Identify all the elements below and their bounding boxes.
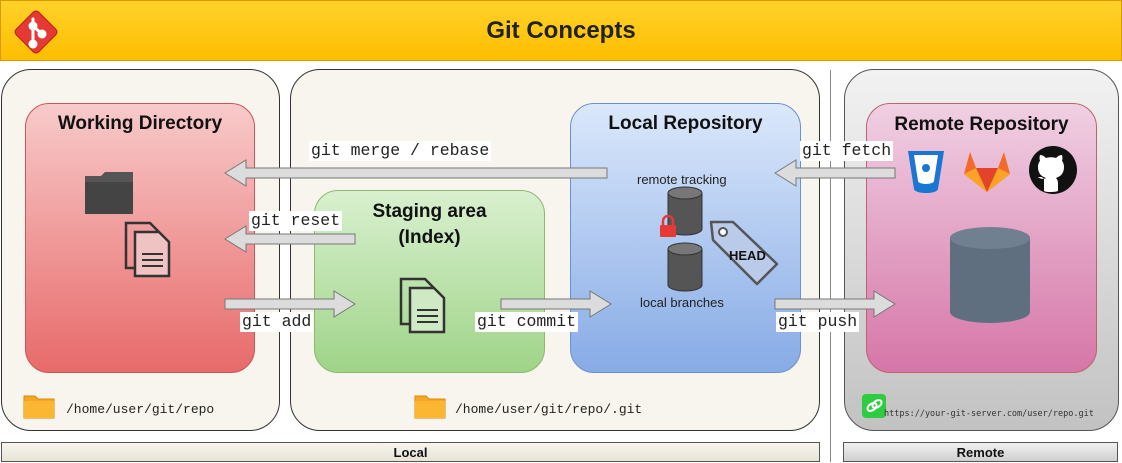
- fetch-label: git fetch: [800, 141, 894, 161]
- folder-icon: [23, 395, 55, 419]
- commit-label: git commit: [475, 312, 579, 332]
- documents-icon: [124, 221, 171, 278]
- staging-area-title: Staging area: [372, 201, 487, 222]
- add-label: git add: [240, 312, 314, 332]
- folder-icon: [414, 395, 446, 419]
- git-directory-path: /home/user/git/repo/.git: [455, 402, 643, 417]
- working-directory-title: Working Directory: [57, 113, 223, 134]
- documents-icon: [399, 277, 446, 334]
- head-tag-label: HEAD: [729, 248, 766, 263]
- reset-arrow: [224, 225, 356, 253]
- remote-repository-title: Remote Repository: [894, 114, 1069, 135]
- merge-rebase-arrow: [224, 159, 608, 187]
- git-logo-icon: [14, 10, 58, 54]
- staging-area-subtitle: (Index): [398, 227, 461, 248]
- github-icon: [1029, 146, 1077, 194]
- title-bar: [0, 0, 1122, 61]
- fetch-arrow: [774, 159, 896, 187]
- folder-icon: [85, 172, 133, 214]
- database-icon: [667, 186, 703, 236]
- working-directory-path: /home/user/git/repo: [66, 402, 215, 417]
- local-repository-box: [570, 103, 801, 373]
- add-arrow: [224, 290, 356, 318]
- local-section-bar: Local: [1, 442, 820, 462]
- staging-area-box: [314, 190, 545, 373]
- remote-tracking-label: remote tracking: [637, 172, 727, 187]
- reset-label: git reset: [249, 211, 343, 231]
- local-branches-label: local branches: [640, 295, 724, 310]
- tag-icon: [709, 220, 779, 286]
- commit-arrow: [500, 290, 612, 318]
- push-arrow: [774, 290, 896, 318]
- local-remote-divider: [830, 70, 831, 462]
- page-title: Git Concepts: [486, 16, 636, 44]
- remote-url: https://your-git-server.com/user/repo.gi…: [884, 409, 1094, 419]
- lock-icon: [660, 214, 676, 237]
- push-label: git push: [776, 312, 860, 332]
- local-repository-title: Local Repository: [608, 113, 763, 134]
- link-icon: [862, 394, 886, 418]
- remote-section-bar: Remote: [843, 442, 1118, 462]
- gitlab-icon: [964, 152, 1010, 192]
- bitbucket-icon: [908, 151, 944, 193]
- database-icon: [950, 227, 1030, 323]
- database-icon: [667, 242, 703, 292]
- merge-rebase-label: git merge / rebase: [309, 141, 492, 161]
